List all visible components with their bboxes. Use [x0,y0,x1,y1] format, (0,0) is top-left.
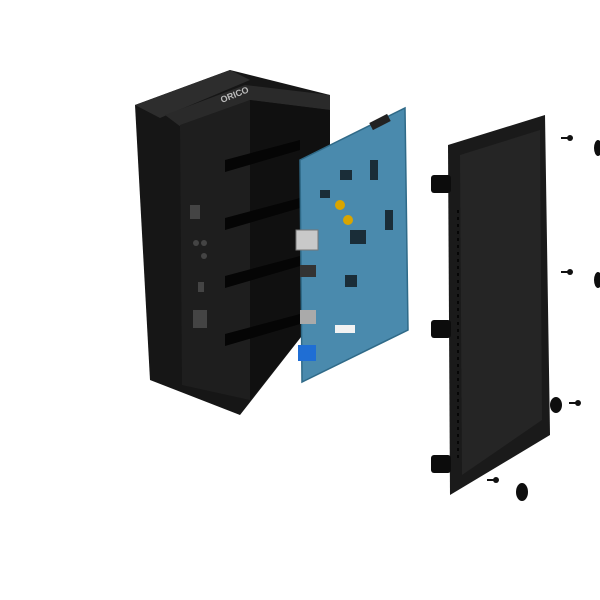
screws [487,135,581,483]
rubber-feet [516,140,600,501]
side-ports [190,205,207,328]
drive-bay-slots [225,140,300,346]
enclosure: ORICO [135,70,330,415]
back-panel [431,115,550,495]
capacitors [335,200,353,225]
circuit-board [295,106,409,384]
